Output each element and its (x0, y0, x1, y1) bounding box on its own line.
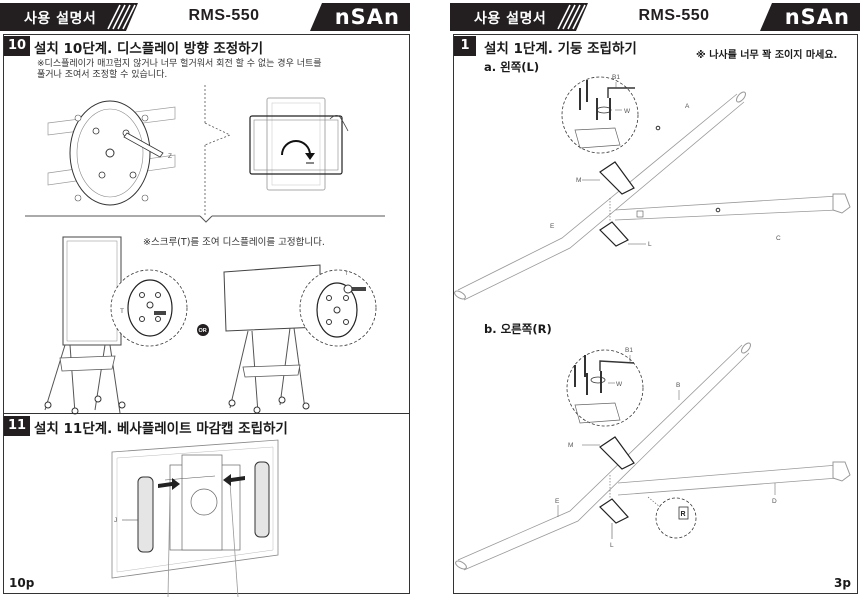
brand-logo: nSAn (334, 5, 400, 29)
rotation-illustration: Z (25, 85, 385, 223)
label-b1: B1 (625, 347, 633, 354)
manual-label: 사용 설명서 (474, 11, 547, 27)
label-w: W (624, 108, 631, 115)
label-t: T (120, 308, 124, 315)
subsection-right: b. 오른쪽(R) (484, 322, 552, 336)
label-b: B (676, 382, 680, 389)
page-header: 사용 설명서 RMS-550 nSAn (0, 3, 410, 31)
manual-page-3: 사용 설명서 RMS-550 nSAn 1 설치 1단계. 기둥 조립하기 ※ … (450, 0, 860, 597)
step-number: 10 (4, 36, 31, 56)
label-r: R (681, 511, 686, 518)
step-title: 설치 11단계. 베사플레이트 마감캡 조립하기 (34, 421, 288, 437)
manual-page-10: 사용 설명서 RMS-550 nSAn 10 설치 10단계. 디스플레이 방향… (0, 0, 410, 597)
slash-decoration-icon (107, 4, 136, 30)
page-header: 사용 설명서 RMS-550 nSAn (450, 3, 860, 31)
label-j: J (114, 517, 117, 524)
step-number: 11 (4, 416, 31, 436)
label-l: L (648, 241, 652, 248)
label-c: C (776, 235, 781, 242)
subsection-left: a. 왼쪽(L) (484, 60, 540, 74)
display-stand-illustration: T OR T (44, 236, 377, 415)
label-a: A (685, 103, 690, 110)
page-number: 3p (834, 576, 851, 590)
label-l: L (610, 542, 614, 549)
label-e: E (550, 223, 555, 230)
left-leg-assembly-illustration: W B1 A M E L C (454, 74, 851, 301)
step-number: 1 (454, 36, 476, 56)
label-e: E (555, 498, 560, 505)
label-m: M (568, 442, 573, 449)
svg-text:T: T (345, 271, 348, 277)
label-z: Z (168, 153, 172, 160)
label-d: D (772, 498, 777, 505)
step-11-header: 11 설치 11단계. 베사플레이트 마감캡 조립하기 (0, 416, 410, 438)
or-badge: OR (199, 328, 207, 334)
step-1-header: 1 설치 1단계. 기둥 조립하기 (450, 36, 860, 58)
model-box (126, 3, 322, 31)
manual-label: 사용 설명서 (24, 11, 97, 27)
tightening-warning: ※ 나사를 너무 꽉 조이지 마세요. (696, 50, 838, 61)
step-10-note: ※디스플레이가 매끄럽지 않거나 너무 헐거워서 회전 할 수 없는 경우 너트… (37, 59, 322, 81)
content-frame (453, 34, 858, 594)
note-line: ※디스플레이가 매끄럽지 않거나 너무 헐거워서 회전 할 수 없는 경우 너트… (37, 59, 322, 69)
slash-decoration-icon (557, 4, 586, 30)
step-title: 설치 1단계. 기둥 조립하기 (484, 41, 637, 57)
brand-logo: nSAn (784, 5, 850, 29)
vesa-cap-illustration: J (111, 439, 279, 597)
step-title: 설치 10단계. 디스플레이 방향 조정하기 (34, 41, 264, 57)
section-divider (4, 413, 409, 414)
model-box (576, 3, 772, 31)
right-leg-assembly-illustration: R W B1 B M E L D (455, 342, 851, 571)
label-b1: B1 (612, 74, 620, 81)
model-name: RMS-550 (638, 7, 710, 24)
screw-note: ※스크루(T)를 조여 디스플레이를 고정합니다. (143, 237, 325, 248)
step-10-header: 10 설치 10단계. 디스플레이 방향 조정하기 (0, 36, 410, 58)
label-w: W (616, 381, 623, 388)
page-number: 10p (9, 576, 35, 590)
model-name: RMS-550 (188, 7, 260, 24)
label-m: M (576, 177, 581, 184)
note-line: 풀거나 조여서 조정할 수 있습니다. (37, 70, 168, 80)
